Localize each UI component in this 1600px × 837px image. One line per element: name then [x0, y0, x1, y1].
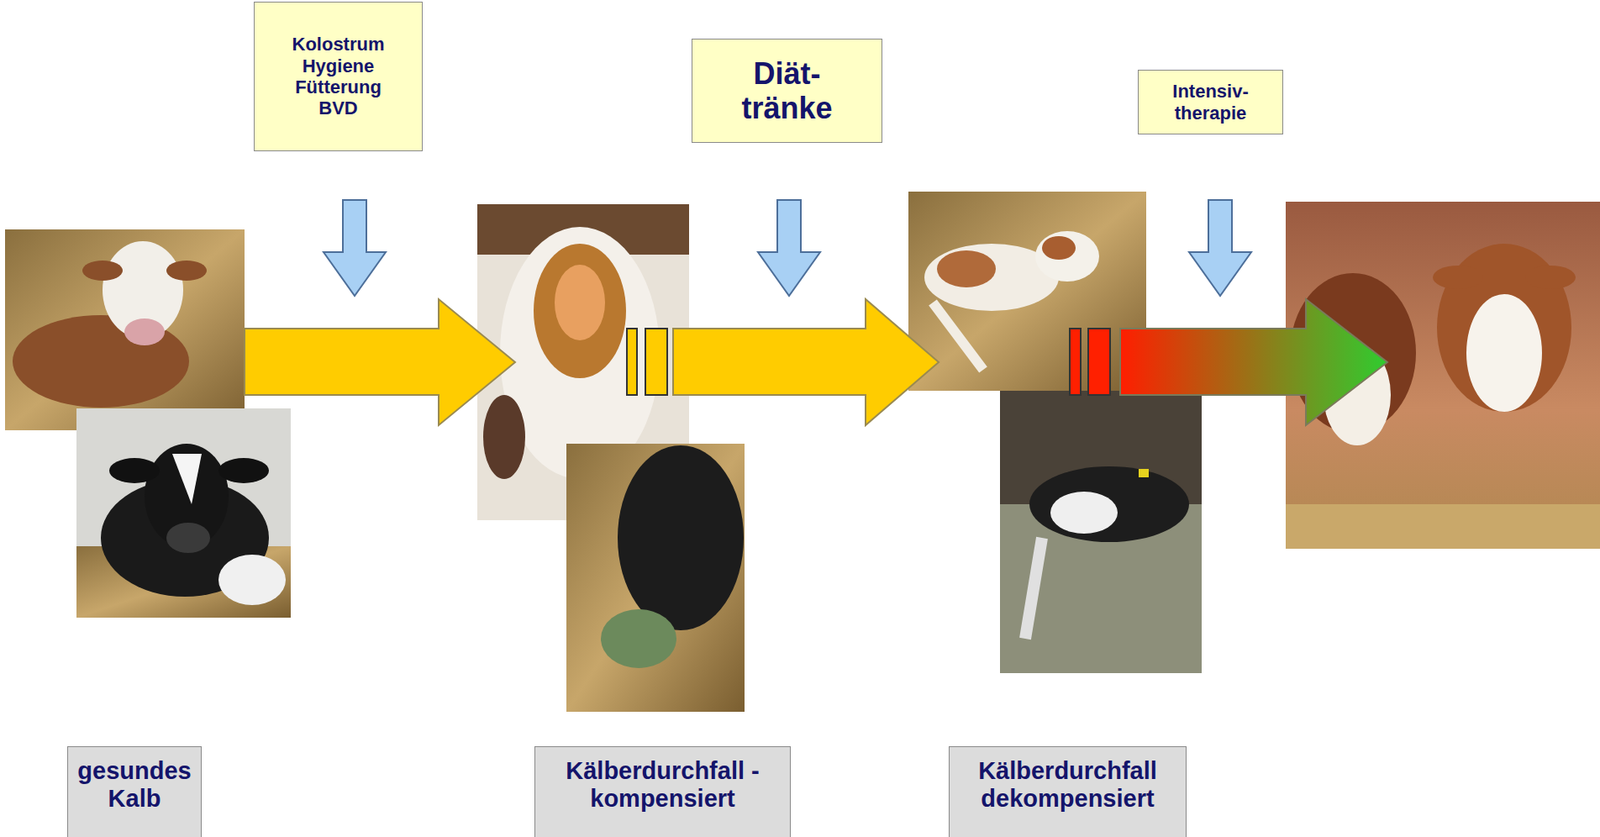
stage-box: gesundes Kalb	[67, 746, 202, 837]
stage-arrow	[1120, 299, 1388, 426]
intervention-arrow	[1189, 200, 1252, 296]
intervention-arrow	[757, 200, 821, 296]
intervention-box: Diät- tränke	[691, 38, 883, 143]
node-label: gesundes Kalb	[73, 757, 196, 814]
intervention-box: Intensiv- therapie	[1137, 69, 1284, 135]
node-label: Kälberdurchfall dekompensiert	[959, 757, 1176, 814]
stage-arrow	[673, 299, 939, 426]
node-label: Intensiv- therapie	[1148, 80, 1273, 124]
calf-photo	[1000, 390, 1202, 674]
stage-bar	[1088, 328, 1111, 395]
stage-box: Kälberdurchfall dekompensiert	[948, 746, 1187, 837]
calf-photo	[566, 443, 745, 712]
calf-photo	[5, 229, 245, 431]
stage-bar	[1069, 328, 1081, 395]
intervention-box: Kolostrum Hygiene Fütterung BVD	[253, 1, 423, 152]
node-label: Kälberdurchfall - kompensiert	[562, 757, 764, 814]
stage-box: Kälberdurchfall - kompensiert	[534, 746, 791, 837]
node-label: Diät- tränke	[736, 56, 838, 127]
intervention-arrow	[323, 200, 386, 296]
stage-bar	[626, 328, 637, 395]
stage-bar	[645, 328, 668, 395]
calf-photo	[76, 408, 291, 618]
stage-arrow	[244, 299, 516, 426]
node-label: Kolostrum Hygiene Fütterung BVD	[283, 33, 394, 119]
